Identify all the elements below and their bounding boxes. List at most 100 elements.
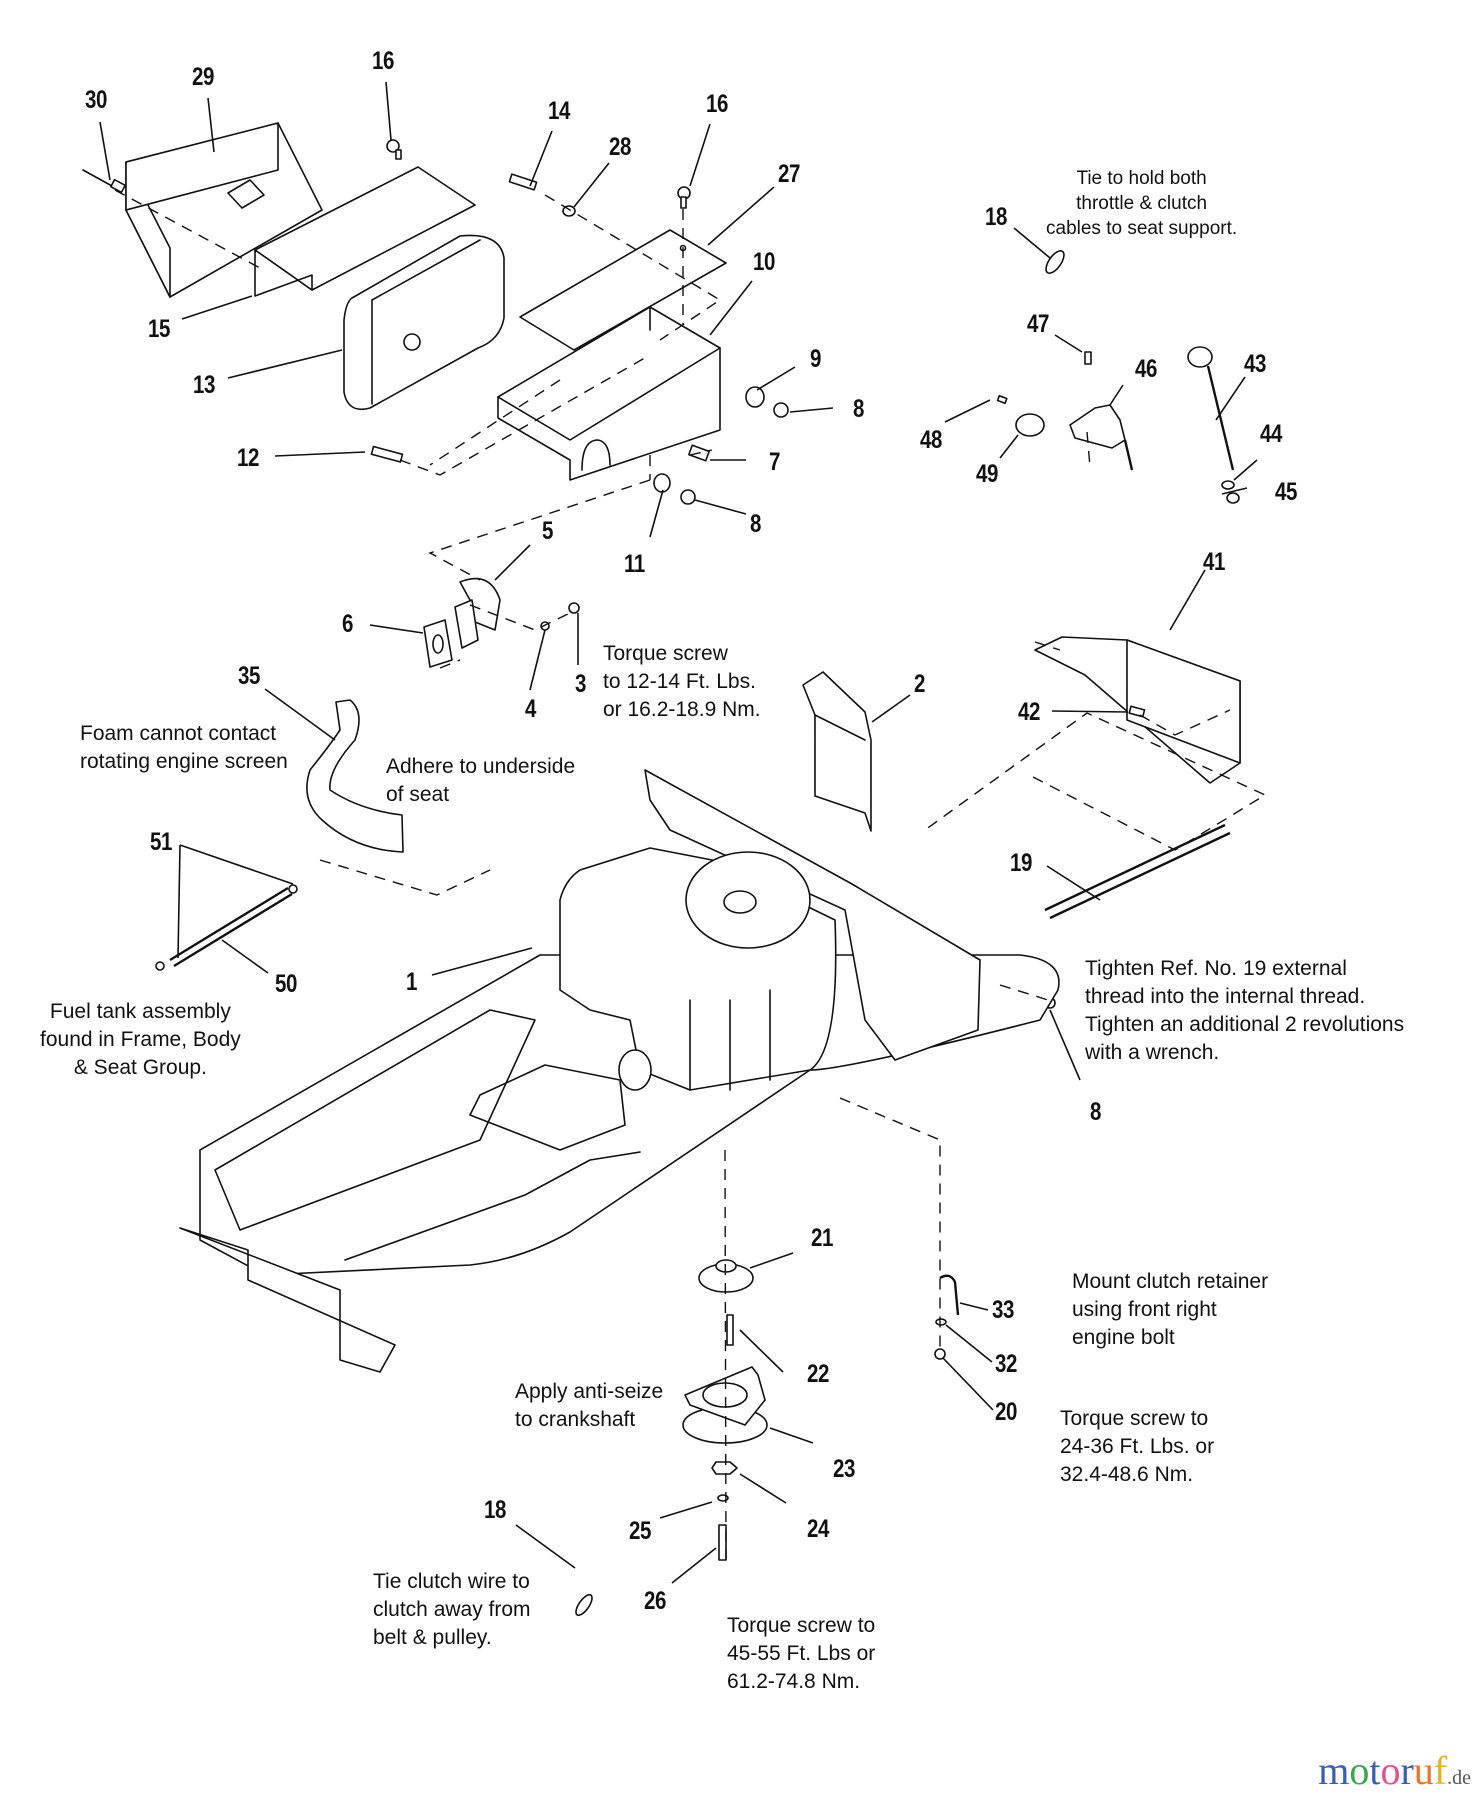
callout-7: 7 [769, 448, 780, 476]
part-49-knob [1015, 413, 1045, 437]
note-line: throttle & clutch [1076, 193, 1208, 214]
callout-47: 47 [1027, 310, 1049, 338]
part-11-spacer [653, 473, 671, 493]
note-line: to crankshaft [515, 1408, 636, 1431]
note-fuel-tank: Fuel tank assembly found in Frame, Body … [40, 998, 241, 1082]
part-24-spacer [711, 1461, 738, 1475]
callout-15: 15 [148, 315, 170, 343]
callout-45: 45 [1275, 478, 1297, 506]
callout-6: 6 [342, 610, 353, 638]
callout-8: 8 [1090, 1098, 1101, 1126]
callout-21: 21 [811, 1224, 833, 1252]
part-3-screw [568, 602, 580, 614]
note-line: Torque screw to [1060, 1407, 1209, 1430]
note-tie-cables: Tie to hold both throttle & clutch cable… [1046, 166, 1237, 241]
note-foam: Foam cannot contact rotating engine scre… [80, 720, 288, 776]
note-line: or 16.2-18.9 Nm. [603, 698, 761, 721]
callout-44: 44 [1260, 420, 1282, 448]
part-33-clutch-retainer [939, 1274, 960, 1316]
callout-12: 12 [237, 444, 259, 472]
part-16-bolt-b [677, 186, 691, 209]
note-line: engine bolt [1072, 1326, 1175, 1349]
callout-1: 1 [406, 968, 417, 996]
callout-2: 2 [914, 670, 925, 698]
note-line: Tighten an additional 2 revolutions [1085, 1013, 1405, 1036]
part-51-clamps [155, 884, 298, 971]
note-line: Fuel tank assembly [49, 1000, 231, 1023]
note-line: Apply anti-seize [515, 1380, 664, 1403]
note-line: clutch away from [373, 1598, 531, 1621]
callout-16: 16 [706, 90, 728, 118]
note-adhere: Adhere to underside of seat [386, 753, 575, 809]
watermark-tld: .de [1447, 1767, 1471, 1789]
leader-lines [99, 81, 1258, 1584]
note-line: using front right [1072, 1298, 1217, 1321]
callout-42: 42 [1018, 698, 1040, 726]
callout-33: 33 [992, 1296, 1014, 1324]
note-line: Tighten Ref. No. 19 external [1085, 957, 1347, 980]
callout-43: 43 [1244, 350, 1266, 378]
watermark-letter: m [1318, 1748, 1350, 1793]
watermark-logo: motoruf.de [1318, 1747, 1471, 1794]
callout-35: 35 [238, 662, 260, 690]
note-line: rotating engine screen [80, 750, 288, 773]
note-line: Foam cannot contact [80, 722, 277, 745]
callout-24: 24 [807, 1515, 829, 1543]
part-18-tie-b [575, 1593, 593, 1617]
callout-19: 19 [1010, 849, 1032, 877]
part-29-heat-shield [125, 122, 323, 298]
callout-14: 14 [548, 97, 570, 125]
callout-27: 27 [778, 160, 800, 188]
note-torque-muffler: Torque screw to 12-14 Ft. Lbs. or 16.2-1… [603, 640, 761, 724]
callout-8: 8 [750, 510, 761, 538]
part-21-pulley [698, 1259, 754, 1293]
callout-16: 16 [372, 47, 394, 75]
callout-22: 22 [807, 1360, 829, 1388]
part-42-screw [1128, 705, 1146, 718]
note-line: 61.2-74.8 Nm. [727, 1670, 861, 1693]
callout-32: 32 [995, 1350, 1017, 1378]
callout-13: 13 [193, 371, 215, 399]
part-2-baffle [802, 671, 872, 832]
part-28-washer [562, 205, 576, 217]
watermark-letter: f [1433, 1748, 1448, 1793]
callout-30: 30 [85, 86, 107, 114]
callout-10: 10 [753, 248, 775, 276]
callout-25: 25 [629, 1517, 651, 1545]
part-19-pipe [1044, 823, 1231, 920]
callout-46: 46 [1135, 355, 1157, 383]
watermark-letter: u [1413, 1748, 1434, 1793]
part-18-tie-a [1045, 250, 1065, 274]
note-line: & Seat Group. [73, 1056, 207, 1079]
callout-4: 4 [525, 695, 536, 723]
note-tie-clutch-wire: Tie clutch wire to clutch away from belt… [373, 1568, 531, 1652]
part-50-fuel-line [169, 886, 293, 968]
part-12-screw [370, 445, 404, 463]
part-30-cable-end [82, 169, 126, 194]
part-10-muffler-bracket [497, 306, 721, 481]
note-line: of seat [386, 783, 450, 806]
part-47-screw [1084, 351, 1092, 365]
note-line: to 12-14 Ft. Lbs. [603, 670, 756, 693]
note-line: 32.4-48.6 Nm. [1060, 1463, 1194, 1486]
watermark-letter: o [1349, 1748, 1370, 1793]
callout-18: 18 [484, 1496, 506, 1524]
callout-49: 49 [976, 460, 998, 488]
callout-8: 8 [853, 395, 864, 423]
part-8-nut-a [773, 402, 789, 418]
assembly-dashed-lines [114, 189, 1267, 1561]
note-line: Torque screw to [727, 1614, 876, 1637]
part-44-oring [1221, 480, 1235, 490]
part-6-gasket [423, 619, 453, 668]
note-line: with a wrench. [1085, 1041, 1220, 1064]
part-22-key [726, 1314, 734, 1346]
part-8-nut-b [680, 489, 696, 505]
callout-9: 9 [810, 345, 821, 373]
note-line: found in Frame, Body [40, 1028, 241, 1051]
callout-41: 41 [1203, 548, 1225, 576]
callout-48: 48 [920, 426, 942, 454]
callout-23: 23 [833, 1455, 855, 1483]
frame [179, 954, 1060, 1373]
note-line: 45-55 Ft. Lbs or [727, 1642, 876, 1665]
